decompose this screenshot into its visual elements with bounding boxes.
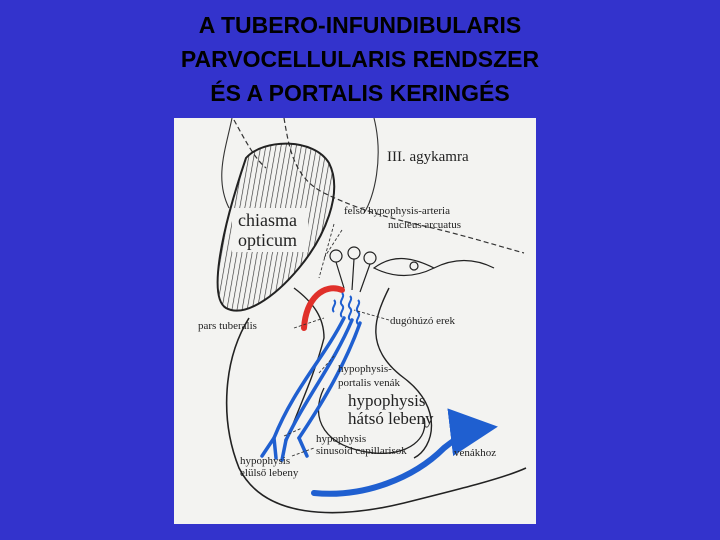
label-portal-2: portalis venák xyxy=(338,377,401,389)
anatomy-figure: III. agykamra chiasma opticum felső hypo… xyxy=(174,118,536,524)
superior-hypophyseal-artery xyxy=(304,288,342,328)
label-corkscrew: dugóhúzó erek xyxy=(390,315,456,327)
label-posterior-1: hypophysis xyxy=(348,391,425,410)
nucleus-arcuatus-cells xyxy=(330,247,494,292)
label-anterior-1: hypophysis xyxy=(240,455,290,467)
label-anterior-2: elülső lebeny xyxy=(240,467,299,479)
label-sinusoid-1: hypophysis xyxy=(316,433,366,445)
label-to-veins: venákhoz xyxy=(454,447,496,459)
primary-capillary-plexus xyxy=(333,293,359,324)
label-superior-artery: felső hypophysis-arteria xyxy=(344,205,450,217)
label-sinusoid-2: sinusoid capillarisok xyxy=(316,445,407,457)
label-pars-tuberalis: pars tuberalis xyxy=(198,320,257,332)
title-line-2: PARVOCELLULARIS RENDSZER xyxy=(0,42,720,76)
anatomy-diagram: III. agykamra chiasma opticum felső hypo… xyxy=(174,118,536,524)
label-chiasma-1: chiasma xyxy=(238,210,297,230)
label-chiasma-2: opticum xyxy=(238,230,297,250)
label-nucleus: nucleus arcuatus xyxy=(388,219,461,231)
label-portal-1: hypophysis- xyxy=(338,363,392,375)
title-line-3: ÉS A PORTALIS KERINGÉS xyxy=(0,76,720,110)
title-line-1: A TUBERO-INFUNDIBULARIS xyxy=(0,8,720,42)
slide-title: A TUBERO-INFUNDIBULARIS PARVOCELLULARIS … xyxy=(0,8,720,110)
label-posterior-2: hátsó lebeny xyxy=(348,409,434,428)
label-third-ventricle: III. agykamra xyxy=(387,149,469,165)
